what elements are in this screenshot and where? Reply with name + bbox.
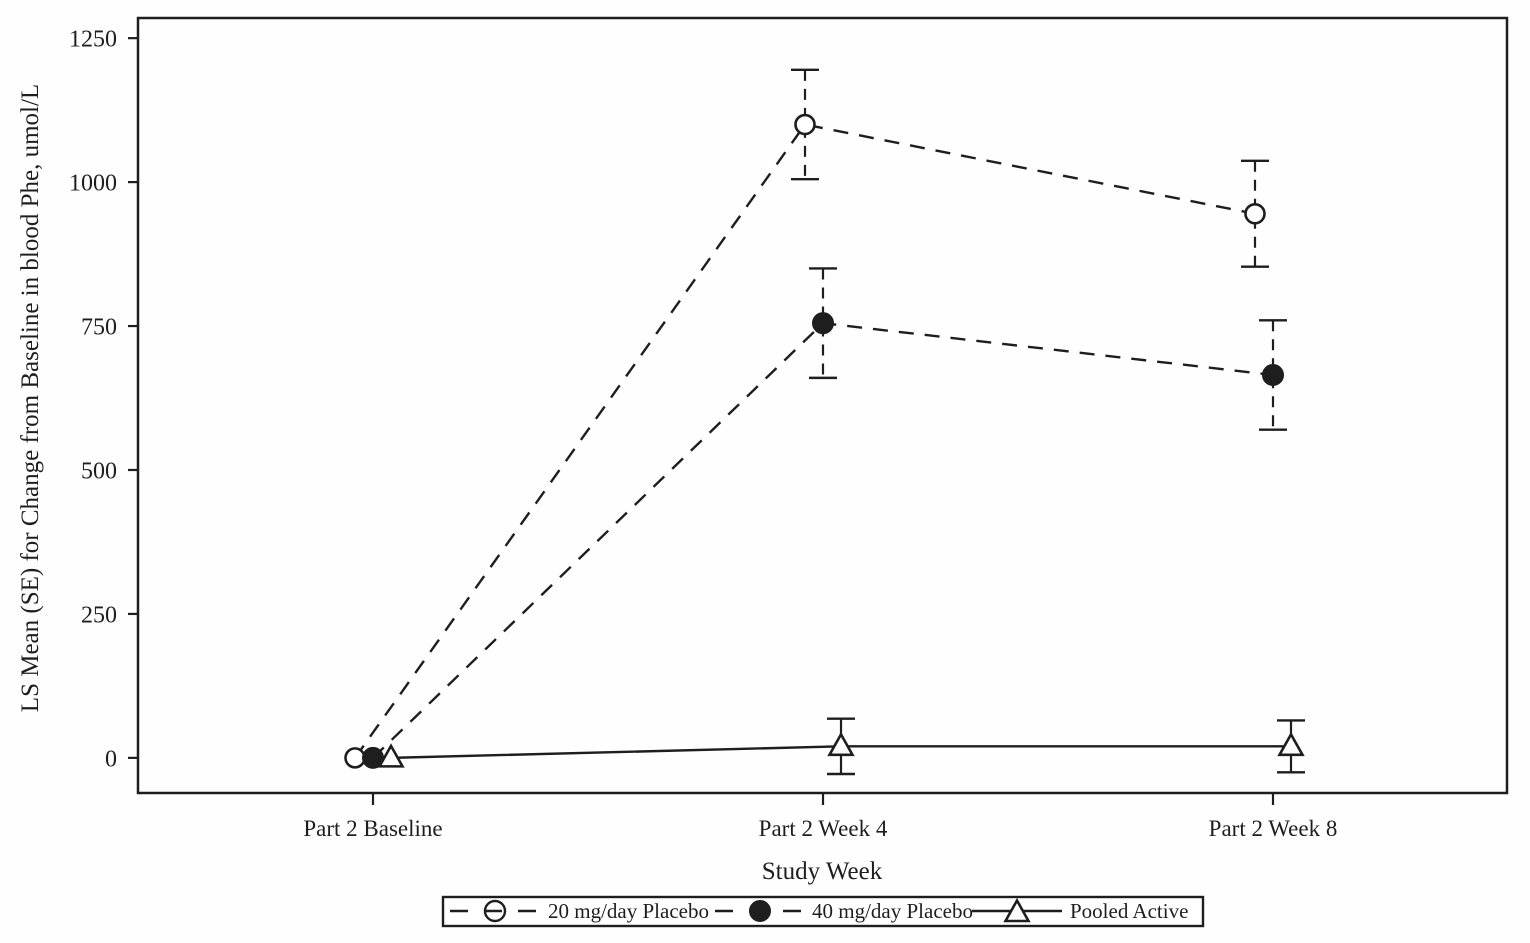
legend-label: 40 mg/day Placebo <box>812 899 973 923</box>
open-triangle-marker <box>827 731 855 757</box>
x-axis: Part 2 Baseline Part 2 Week 4 Part 2 Week … <box>303 793 1337 841</box>
open-triangle-marker <box>1003 897 1031 923</box>
x-tick-label: Part 2 Baseline <box>303 816 442 841</box>
y-tick-label: 1250 <box>69 27 117 53</box>
y-axis: 0 250 500 750 1000 1250 <box>69 27 138 772</box>
legend-label: Pooled Active <box>1070 899 1188 923</box>
x-tick-label: Part 2 Week 4 <box>759 816 888 841</box>
legend-label: 20 mg/day Placebo <box>548 899 709 923</box>
y-tick-label: 500 <box>81 458 117 484</box>
filled-circle-marker <box>812 312 834 335</box>
y-tick-label: 750 <box>81 314 117 340</box>
series-20-mg-day-placebo <box>344 68 1269 769</box>
open-circle-marker <box>794 113 816 136</box>
open-circle-marker <box>344 747 366 769</box>
series-pooled-active <box>377 717 1305 776</box>
open-circle-marker <box>483 899 507 923</box>
filled-circle-marker <box>1262 363 1284 386</box>
open-circle-marker <box>1244 202 1266 225</box>
y-tick-label: 0 <box>105 746 117 772</box>
x-tick-label: Part 2 Week 8 <box>1209 816 1338 841</box>
plot-frame <box>136 16 1509 795</box>
y-tick-label: 250 <box>81 602 117 628</box>
x-axis-label: Study Week <box>761 858 883 885</box>
y-tick-label: 1000 <box>69 170 117 196</box>
open-triangle-marker <box>377 743 405 768</box>
legend-box <box>441 895 1205 928</box>
legend-entry-20-mg-day-placebo: 20 mg/day Placebo <box>450 899 709 923</box>
legend-entry-pooled-active: Pooled Active <box>972 897 1188 923</box>
open-triangle-marker <box>1277 731 1305 757</box>
series-40-mg-day-placebo <box>362 267 1287 769</box>
legend: 20 mg/day Placebo 40 mg/day Placebo Pooled… <box>441 895 1205 928</box>
legend-entry-40-mg-day-placebo: 40 mg/day Placebo <box>715 899 973 923</box>
filled-circle-marker <box>749 900 771 922</box>
series-line <box>354 123 1256 759</box>
